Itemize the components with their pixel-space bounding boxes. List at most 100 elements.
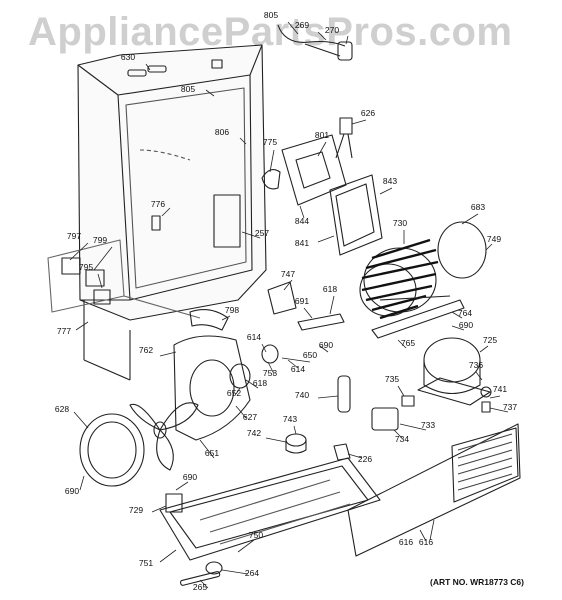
leader-line — [475, 371, 483, 381]
part-callout: 269 — [295, 20, 309, 30]
relay-735 — [401, 395, 415, 407]
leader-line — [317, 395, 339, 399]
gasket — [329, 174, 383, 256]
part-callout: 734 — [395, 434, 409, 444]
fan-ring — [79, 413, 145, 487]
leader-line — [317, 31, 327, 41]
part-callout: 733 — [421, 420, 435, 430]
leader-line — [479, 345, 489, 353]
control-board — [281, 117, 353, 206]
harness-798 — [189, 309, 229, 331]
part-callout: 844 — [295, 216, 309, 226]
part-callout: 265 — [193, 582, 207, 592]
part-callout: 749 — [487, 234, 501, 244]
leader-line — [317, 235, 335, 243]
part-callout: 797 — [67, 231, 81, 241]
part-callout: 627 — [243, 412, 257, 422]
rail-765 — [371, 299, 465, 339]
part-callout: 729 — [129, 505, 143, 515]
part-callout: 737 — [503, 402, 517, 412]
leader-line — [161, 207, 171, 217]
leader-line — [397, 339, 407, 349]
leader-line — [261, 343, 267, 353]
part-callout: 799 — [93, 235, 107, 245]
leader-line — [319, 345, 329, 353]
part-callout: 226 — [358, 454, 372, 464]
leader-line — [159, 549, 177, 563]
part-callout: 740 — [295, 390, 309, 400]
part-callout: 730 — [393, 218, 407, 228]
part-callout: 741 — [493, 384, 507, 394]
part-callout: 690 — [459, 320, 473, 330]
part-callout: 690 — [319, 340, 333, 350]
leader-line — [221, 315, 231, 321]
leader-line — [329, 295, 335, 315]
leader-line — [269, 149, 275, 173]
water-tube — [277, 24, 346, 47]
pad-743 — [285, 433, 307, 447]
roller-264 — [205, 561, 223, 575]
part-callout: 614 — [291, 364, 305, 374]
part-callout: 683 — [471, 202, 485, 212]
bracket-691 — [297, 313, 345, 331]
fan-shroud — [173, 335, 251, 441]
fan-blade — [129, 402, 199, 471]
part-callout: 652 — [227, 388, 241, 398]
leader-line — [75, 321, 89, 331]
part-callout: 753 — [263, 368, 277, 378]
part-callout: 690 — [65, 486, 79, 496]
leader-line — [351, 119, 367, 125]
part-callout: 735 — [385, 374, 399, 384]
leader-line — [93, 246, 113, 271]
leader-line — [221, 569, 249, 575]
part-callout: 651 — [205, 448, 219, 458]
part-callout: 257 — [255, 228, 269, 238]
leader-line — [419, 529, 427, 542]
part-callout: 805 — [181, 84, 195, 94]
part-callout: 795 — [79, 262, 93, 272]
part-callout: 616 — [399, 537, 413, 547]
leader-line — [199, 439, 215, 459]
part-callout: 775 — [263, 137, 277, 147]
valve — [337, 41, 353, 61]
compressor — [417, 337, 491, 406]
part-callout: 618 — [323, 284, 337, 294]
leader-line — [393, 429, 403, 439]
leader-line — [265, 437, 287, 443]
overload-733 — [371, 407, 399, 431]
part-callout: 618 — [253, 378, 267, 388]
bolt-737 — [481, 401, 491, 413]
part-callout: 742 — [247, 428, 261, 438]
leader-line — [287, 359, 299, 369]
leader-line — [287, 21, 299, 35]
leader-line — [267, 361, 275, 375]
bracket-226 — [333, 443, 351, 461]
leader-line — [159, 351, 177, 357]
leader-line — [73, 411, 89, 429]
condenser-coil — [359, 238, 451, 320]
part-callout: 630 — [121, 52, 135, 62]
grommet-741 — [480, 386, 492, 398]
drier-740 — [337, 375, 351, 413]
art-number: (ART NO. WR18773 C6) — [430, 577, 524, 587]
part-callout: 777 — [57, 326, 71, 336]
part-callout: 751 — [139, 558, 153, 568]
leader-line — [317, 141, 327, 157]
leader-line — [485, 243, 493, 251]
leader-line — [399, 423, 427, 431]
part-callout: 762 — [139, 345, 153, 355]
leader-line — [241, 231, 261, 239]
part-callout: 843 — [383, 176, 397, 186]
leader-line — [69, 242, 89, 261]
leader-line — [461, 213, 479, 225]
water-valve-group — [47, 239, 201, 319]
leader-line — [237, 539, 255, 553]
part-callout: 270 — [325, 25, 339, 35]
grille — [347, 423, 521, 557]
bracket-775 — [261, 169, 281, 190]
leader-line — [379, 187, 393, 195]
leader-line — [205, 89, 215, 97]
part-callout: 776 — [151, 199, 165, 209]
part-callout: 264 — [245, 568, 259, 578]
part-callout: 801 — [315, 130, 329, 140]
